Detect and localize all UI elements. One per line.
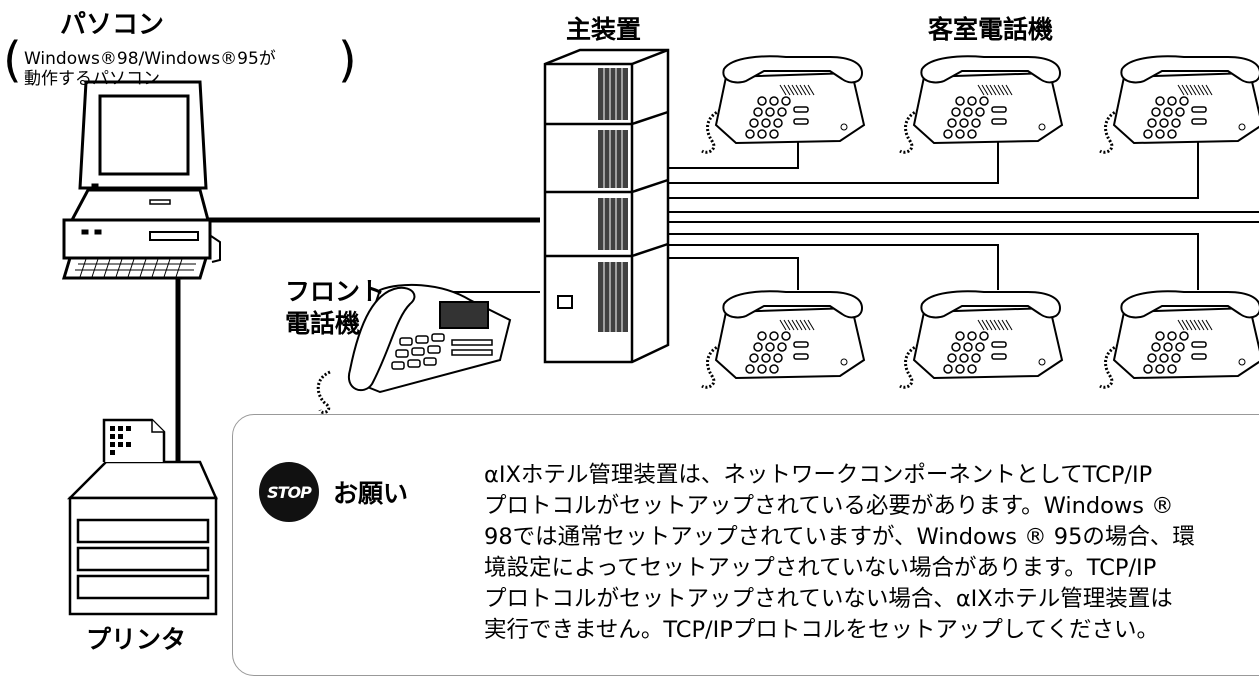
notice-title: お願い — [333, 479, 409, 508]
notice-line: プロトコルがセットアップされている必要があります。Windows ® — [484, 493, 1174, 519]
guest-phones-label: 客室電話機 — [928, 15, 1054, 44]
guest-phone-4 — [700, 289, 866, 389]
pc-illustration — [61, 80, 212, 280]
notice-line: 98では通常セットアップされていますが、Windows ® 95の場合、環 — [484, 524, 1195, 550]
pc-bracket-open: ( — [3, 32, 22, 88]
network-diagram — [61, 48, 1259, 616]
notice-box — [232, 414, 1259, 676]
guest-phone-6 — [1098, 289, 1259, 389]
notice-line: プロトコルがセットアップされていない場合、αIXホテル管理装置は — [484, 586, 1173, 612]
notice-line: 実行できません。TCP/IPプロトコルをセットアップしてください。 — [484, 617, 1159, 643]
printer-label: プリンタ — [86, 625, 187, 654]
printer-illustration — [66, 418, 218, 616]
guest-phone-1 — [700, 54, 866, 154]
guest-phone-3 — [1098, 54, 1259, 154]
notice-body: αIXホテル管理装置は、ネットワークコンポーネントとしてTCP/IP プロトコル… — [484, 460, 1259, 646]
pc-note-line2: 動作するパソコン — [24, 69, 160, 89]
front-phone-label-line2: 電話機 — [285, 309, 361, 338]
notice-line: 境設定によってセットアップされていない場合があります。TCP/IP — [484, 555, 1157, 581]
front-phone-label-line1: フロント — [285, 277, 386, 306]
pc-bracket-close: ) — [338, 32, 357, 88]
pc-note-line1: Windows®98/Windows®95が — [24, 49, 276, 69]
pc-title: パソコン — [60, 10, 165, 40]
main-unit-label: 主装置 — [566, 15, 642, 44]
guest-phone-5 — [898, 289, 1064, 389]
guest-phone-2 — [898, 54, 1064, 154]
stop-icon: STOP — [259, 462, 319, 522]
main-unit-illustration — [543, 48, 670, 364]
notice-line: αIXホテル管理装置は、ネットワークコンポーネントとしてTCP/IP — [484, 462, 1153, 488]
front-phone-illustration — [316, 283, 512, 414]
